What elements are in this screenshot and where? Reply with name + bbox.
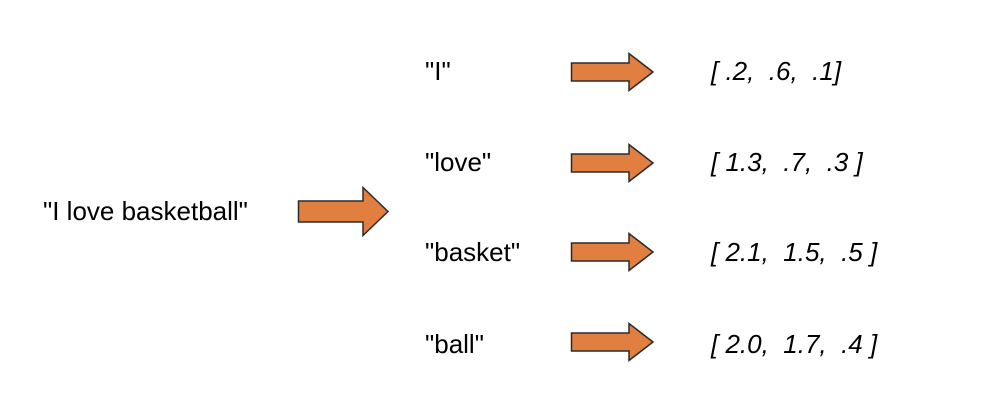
main-right-arrow-icon	[297, 186, 390, 237]
token-i: "I"	[425, 56, 451, 86]
token-ball: "ball"	[425, 329, 484, 359]
row-3-right-arrow-icon	[570, 232, 655, 272]
vector-basket: [ 2.1, 1.5, .5 ]	[711, 237, 878, 267]
row-4-right-arrow-icon	[570, 322, 655, 362]
token-love: "love"	[425, 147, 492, 177]
vector-love: [ 1.3, .7, .3 ]	[711, 147, 863, 177]
input-sentence: "I love basketball"	[43, 196, 248, 226]
token-basket: "basket"	[425, 237, 521, 267]
vector-i: [ .2, .6, .1]	[711, 56, 842, 86]
row-2-right-arrow-icon	[570, 143, 655, 183]
row-1-right-arrow-icon	[570, 52, 655, 92]
vector-ball: [ 2.0, 1.7, .4 ]	[711, 329, 878, 359]
